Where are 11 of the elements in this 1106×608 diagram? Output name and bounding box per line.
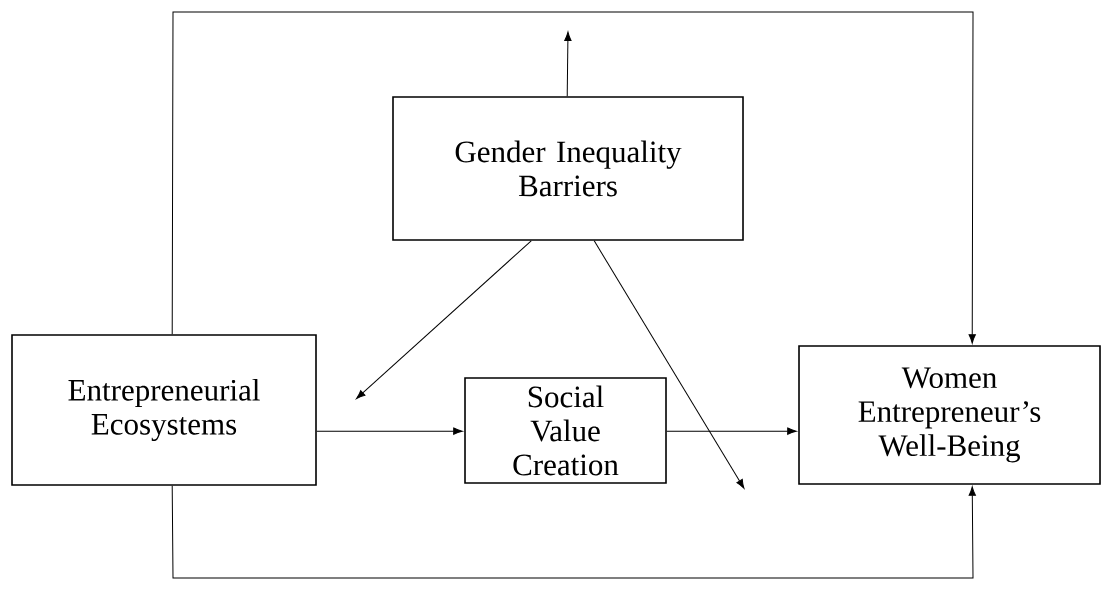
- arrow: [356, 240, 532, 400]
- arrow: [666, 427, 797, 435]
- concept-box: Entrepreneurial Ecosystems: [11, 334, 317, 486]
- concept-box: Gender Inequality Barriers: [392, 96, 744, 241]
- concept-box: Social Value Creation: [464, 377, 667, 484]
- arrow: [316, 427, 463, 435]
- arrow: [171, 485, 976, 579]
- concept-box: Women Entrepreneur’s Well-Being: [798, 345, 1101, 485]
- arrow: [171, 11, 976, 344]
- arrow: [564, 31, 572, 97]
- arrow: [593, 240, 745, 489]
